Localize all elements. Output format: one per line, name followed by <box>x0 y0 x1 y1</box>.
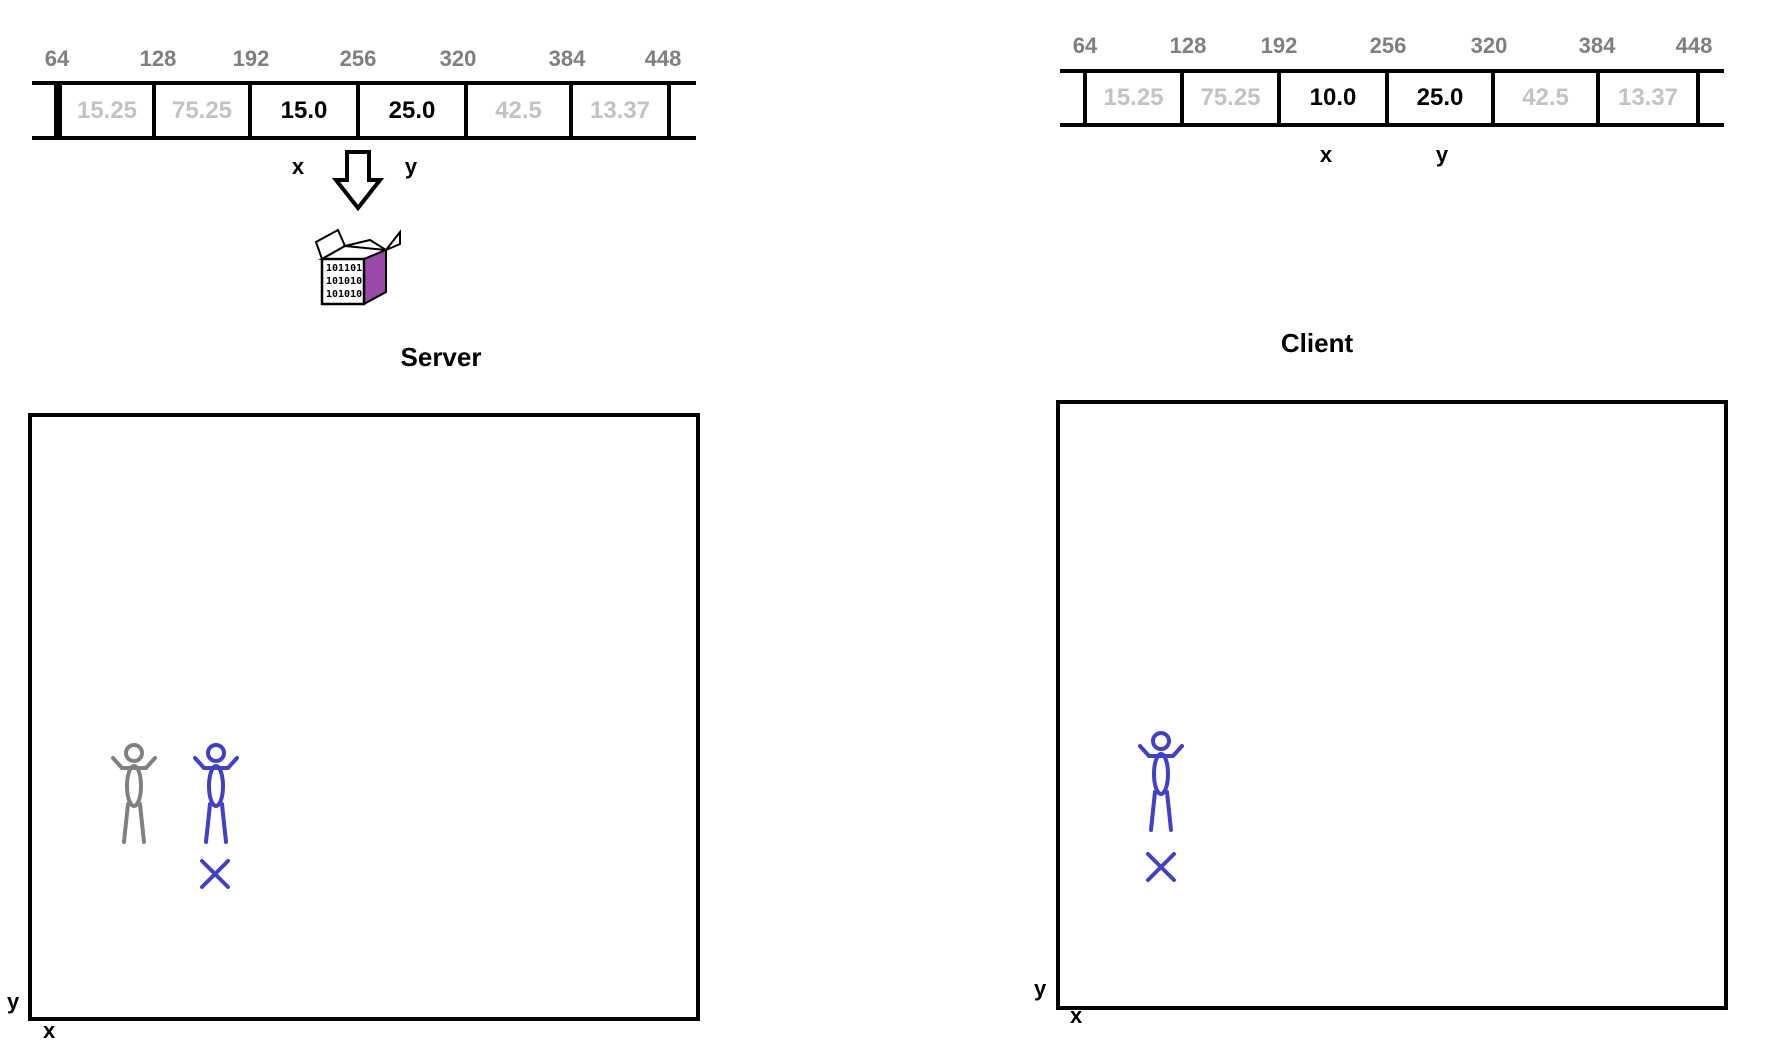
server-offset: 128 <box>139 46 177 71</box>
server-offset: 192 <box>232 46 270 71</box>
client-offset: 320 <box>1470 33 1508 58</box>
client-memory-cell-x: 10.0 <box>1277 73 1389 123</box>
server-world <box>28 413 700 1021</box>
client-x-field-label: x <box>1319 142 1333 167</box>
client-world-x-label: x <box>1070 1003 1083 1028</box>
server-memory-cell: 75.25 <box>152 85 252 136</box>
server-y-field-label: y <box>404 154 418 179</box>
client-offset: 448 <box>1675 33 1713 58</box>
down-arrow-icon <box>331 150 385 212</box>
client-memory-cell: 42.5 <box>1491 73 1600 123</box>
server-offset: 384 <box>548 46 586 71</box>
client-offset: 384 <box>1578 33 1616 58</box>
server-memory-cell-x: 15.0 <box>248 85 360 136</box>
server-offset: 256 <box>339 46 377 71</box>
client-offset: 192 <box>1260 33 1298 58</box>
strip-bottom-rail <box>1060 123 1724 127</box>
client-y-field-label: y <box>1435 142 1449 167</box>
strip-top-rail <box>32 81 696 85</box>
target-x-icon <box>1146 852 1176 882</box>
server-title: Server <box>400 342 482 372</box>
strip-top-rail <box>1060 69 1724 73</box>
client-memory-cell: 15.25 <box>1083 73 1184 123</box>
data-packet-icon: 101101 101010 101010 <box>312 224 404 308</box>
client-memory-cell: 75.25 <box>1180 73 1281 123</box>
target-x-icon <box>200 859 230 889</box>
server-x-field-label: x <box>291 154 305 179</box>
client-memory-cell: 13.37 <box>1596 73 1700 123</box>
stick-figure-icon <box>111 743 157 844</box>
packet-line: 101010 <box>326 289 363 300</box>
stick-figure-icon <box>1138 731 1184 832</box>
strip-bottom-rail <box>32 136 696 140</box>
packet-line: 101101 <box>326 263 363 274</box>
client-world <box>1056 400 1728 1010</box>
server-offset: 64 <box>44 46 70 71</box>
stick-figure-icon <box>193 743 239 844</box>
server-memory-cell: 15.25 <box>58 85 156 136</box>
server-memory-cell: 13.37 <box>569 85 671 136</box>
server-offset: 320 <box>439 46 477 71</box>
server-memory-cell-y: 25.0 <box>356 85 468 136</box>
server-memory-cell: 42.5 <box>464 85 573 136</box>
client-offset: 128 <box>1169 33 1207 58</box>
server-offset: 448 <box>644 46 682 71</box>
packet-line: 101010 <box>326 276 363 287</box>
client-offset: 256 <box>1369 33 1407 58</box>
client-world-y-label: y <box>1034 976 1047 1001</box>
server-world-y-label: y <box>7 989 20 1014</box>
strip-cell-padding <box>54 85 62 136</box>
client-title: Client <box>1280 328 1354 358</box>
client-offset: 64 <box>1072 33 1098 58</box>
client-memory-cell-y: 25.0 <box>1385 73 1495 123</box>
server-world-x-label: x <box>43 1018 56 1043</box>
